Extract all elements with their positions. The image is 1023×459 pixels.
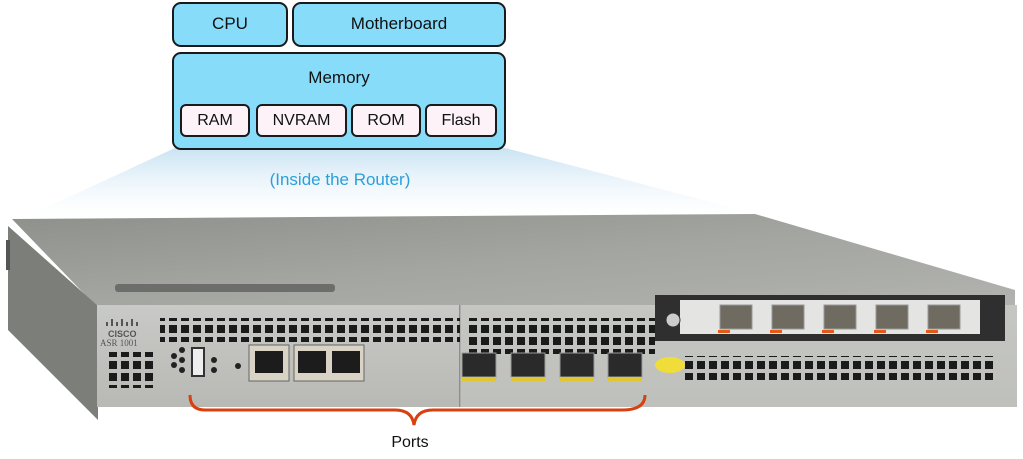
chassis-side (8, 226, 98, 420)
motherboard-label: Motherboard (350, 14, 448, 33)
vent-mid (465, 318, 655, 354)
cpu-box: CPU (172, 2, 288, 47)
memory-ram: RAM (180, 104, 250, 137)
usb-port[interactable] (191, 347, 205, 377)
vent-right (685, 356, 995, 380)
cisco-logo-icon (106, 319, 138, 326)
memory-flash: Flash (425, 104, 497, 137)
memory-label: Memory (308, 68, 370, 87)
beam (30, 148, 760, 215)
status-leds (171, 347, 241, 373)
side-handle (6, 240, 10, 270)
memory-nvram: NVRAM (256, 104, 347, 137)
chassis-top (12, 214, 1015, 305)
model-text: ASR 1001 (100, 338, 138, 348)
memory-rom: ROM (351, 104, 421, 137)
vent-left-top (160, 318, 460, 342)
top-vent (115, 284, 335, 292)
sfp-ports[interactable] (461, 352, 643, 381)
brand-text: CISCO (108, 329, 137, 339)
vent-left-small (108, 352, 156, 388)
motherboard-box: Motherboard (292, 2, 506, 47)
fiber-ports[interactable] (719, 304, 961, 330)
ports-bracket (188, 394, 647, 426)
laser-label (655, 357, 685, 373)
cpu-label: CPU (212, 14, 248, 33)
inside-router-caption: (Inside the Router) (269, 170, 411, 189)
screw-icon (665, 312, 681, 328)
ports-label: Ports (391, 434, 429, 451)
